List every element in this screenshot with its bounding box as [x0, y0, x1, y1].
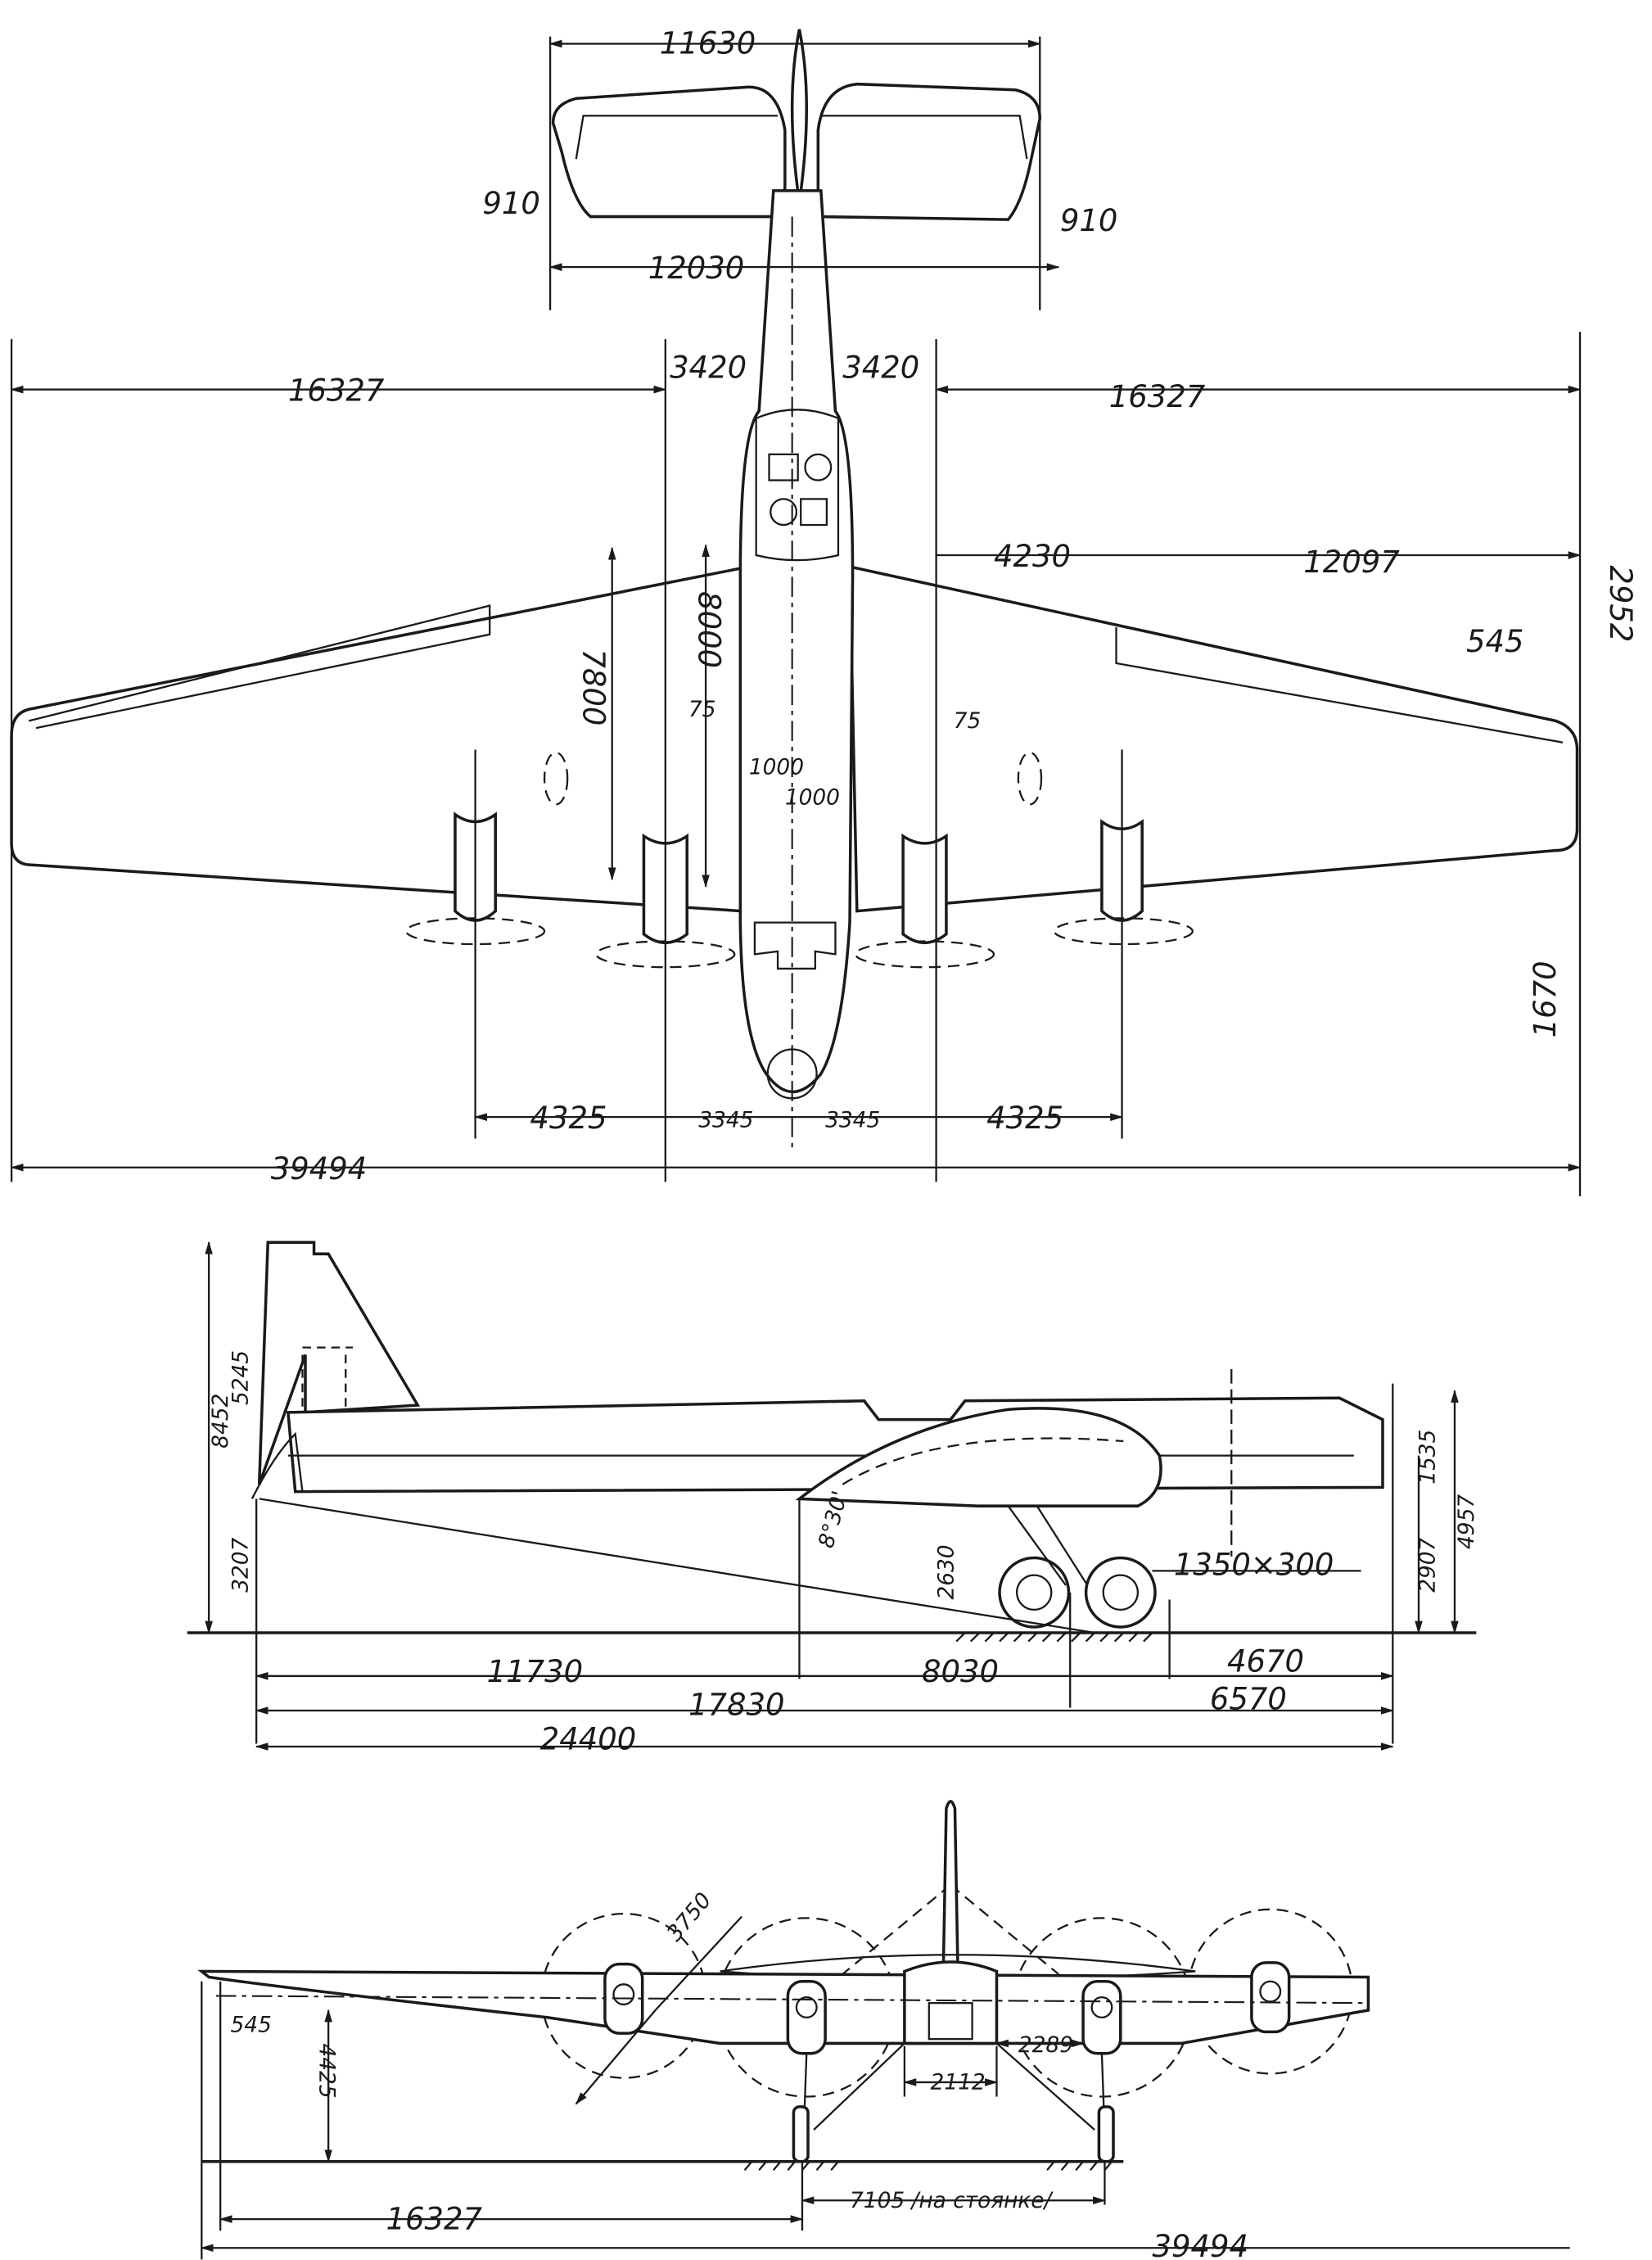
dim-8030: 8030	[922, 1654, 999, 1689]
dim-fin-height: 5245	[229, 1350, 254, 1405]
dim-prop-diameter: 3750	[662, 1888, 716, 1946]
dim-inner-engine-left: 3345	[698, 1108, 753, 1132]
main-wheels	[998, 1556, 1157, 1629]
side-dimension-lines	[205, 1241, 1459, 1751]
dim-overall-height: 8452	[209, 1394, 233, 1449]
dim-elevator-left: 910	[482, 186, 540, 221]
nacelle-side	[795, 1407, 1162, 1507]
dim-fuselage-width-a: 1000	[749, 755, 804, 780]
dim-half-span-right: 16327	[1109, 379, 1206, 414]
dim-engine-offset-left: 3420	[670, 350, 747, 386]
dim-inner-engine-right: 3345	[825, 1108, 880, 1132]
dim-gear-width: 2112	[931, 2071, 986, 2095]
front-view: 3750 545 4425 2112 2289 7105 /на стоянке…	[197, 1800, 1570, 2260]
top-view: 11630 12030 910 910 16327 3420 3420 1632…	[10, 26, 1638, 1196]
dim-tip-chord-offset: 2952	[1603, 565, 1638, 642]
dim-total-span-front: 39494	[1152, 2229, 1248, 2260]
dim-aileron-span: 12097	[1303, 545, 1400, 580]
dim-half-span-left: 16327	[288, 373, 385, 409]
dim-nacelle-offset-left: 75	[688, 698, 716, 722]
landing-gear-front	[792, 2042, 1115, 2163]
dim-4670: 4670	[1227, 1644, 1304, 1679]
dim-prop-offset: 1535	[1415, 1430, 1440, 1485]
dim-aileron-inner: 4230	[994, 539, 1071, 574]
dim-wheel-size: 1350×300	[1174, 1548, 1334, 1583]
dim-tail-span: 11630	[660, 26, 756, 61]
dim-nacelle-offset-right: 75	[954, 709, 982, 734]
horizontal-tail-right	[816, 82, 1042, 221]
side-view: 8452 5245 3207 2630 8°30' 1350×300 2907 …	[187, 1241, 1479, 1757]
dim-outer-engine-left: 4325	[530, 1101, 607, 1136]
dim-engine-axis-height: 2907	[1415, 1537, 1440, 1592]
dim-17830: 17830	[688, 1687, 785, 1722]
dim-tip-offset-front: 545	[230, 2013, 271, 2037]
dim-chord-7800: 7800	[576, 649, 612, 725]
vertical-fin-front	[941, 1800, 959, 1968]
dim-wing-height: 2630	[935, 1544, 959, 1599]
dim-nose-height: 4957	[1455, 1494, 1479, 1549]
dim-tail-height: 3207	[229, 1537, 254, 1592]
dim-tail-span-outer: 12030	[648, 251, 745, 286]
propeller-discs	[404, 751, 1194, 969]
dim-fuselage-width-b: 1000	[785, 785, 840, 810]
left-wing	[10, 564, 751, 913]
dim-11730: 11730	[487, 1654, 584, 1689]
top-dimension-lines	[10, 36, 1582, 1196]
horizontal-tail	[551, 85, 787, 219]
dim-elevator-right: 910	[1060, 203, 1118, 238]
dim-half-span-front: 16327	[386, 2201, 483, 2236]
dim-total-length: 24400	[540, 1722, 637, 1757]
dim-tip-chord: 1670	[1528, 960, 1563, 1037]
dim-nacelle-gap: 2289	[1018, 2033, 1073, 2058]
dim-total-span: 39494	[271, 1151, 368, 1186]
dim-6570: 6570	[1210, 1681, 1287, 1716]
dim-tip-offset: 545	[1466, 624, 1524, 659]
right-wing	[848, 564, 1579, 913]
dim-engine-offset-right: 3420	[842, 350, 919, 386]
dim-wing-tip-height: 4425	[314, 2043, 339, 2098]
front-dimension-lines	[200, 1915, 1570, 2260]
dim-track: 7105 /на стоянке/	[850, 2189, 1054, 2213]
dim-chord-8000: 8000	[691, 591, 726, 668]
wing-front	[197, 1969, 1370, 2045]
vertical-fin-side	[257, 1241, 421, 1485]
vertical-fin-top	[790, 29, 808, 203]
fuselage-top	[738, 189, 855, 1094]
dim-outer-engine-right: 4325	[986, 1101, 1063, 1136]
